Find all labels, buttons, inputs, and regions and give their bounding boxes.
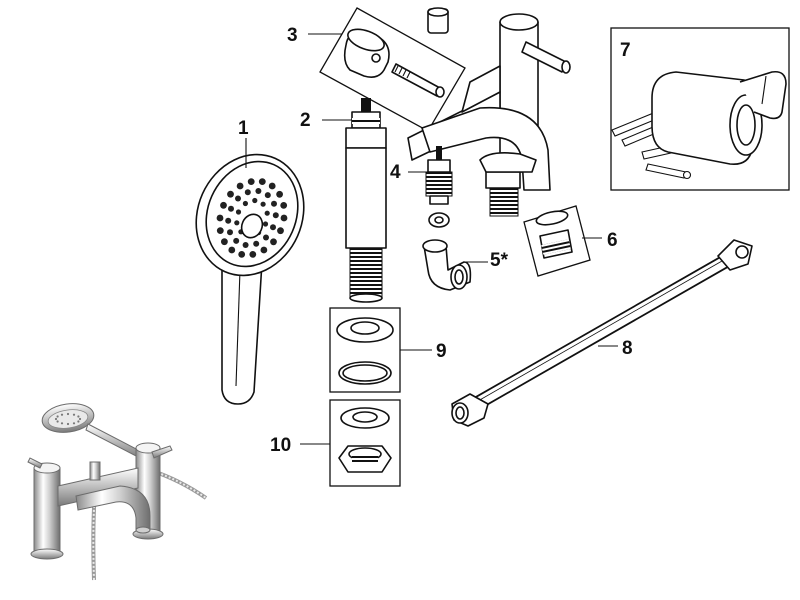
thumb-nozzle-dot (78, 417, 82, 421)
nozzle-dot (276, 190, 283, 198)
part-5-hose-elbow (422, 239, 472, 291)
product-thumbnail (27, 403, 208, 581)
nozzle-dot (216, 214, 224, 222)
thumb-nozzle-dot (66, 412, 70, 416)
part-10-backnut-set (329, 399, 401, 487)
part-2-valve-column (345, 98, 387, 303)
callout-1: 1 (238, 118, 249, 139)
nozzle-dot (262, 221, 269, 227)
callout-6: 6 (607, 230, 618, 251)
nozzle-dot (228, 205, 234, 212)
nozzle-dot (234, 220, 240, 226)
nozzle-dot (221, 238, 228, 246)
part-6-aerator (523, 205, 591, 277)
nozzle-dot (220, 201, 227, 209)
callout-2: 2 (300, 110, 311, 131)
thumb-nozzle-dot (60, 413, 64, 416)
nozzle-dot (235, 195, 241, 202)
thumb-nozzle-dot (77, 420, 80, 423)
nozzle-dot (227, 229, 233, 236)
nozzle-dot (252, 197, 258, 204)
nozzle-dot (247, 178, 255, 186)
hand-shower-icon (41, 403, 143, 459)
callout-5: 5* (490, 250, 509, 271)
thumb-nozzle-dot (72, 413, 76, 416)
nozzle-dot (244, 189, 251, 196)
part-9-washer-set (329, 307, 401, 393)
thumb-nozzle-dot (66, 422, 70, 426)
nozzle-dot (228, 246, 236, 254)
thumb-nozzle-dot (72, 422, 76, 425)
nozzle-dot (272, 212, 279, 219)
nozzle-dot (280, 202, 288, 209)
thumb-nozzle-dot (77, 415, 80, 418)
nozzle-dot (242, 242, 249, 248)
callout-10: 10 (270, 435, 291, 456)
nozzle-dot (242, 200, 248, 207)
thumb-nozzle-dot (54, 417, 58, 421)
part-3-handle-kit (319, 7, 466, 132)
bath-shower-mixer-icon (27, 442, 208, 581)
nozzle-dot (263, 234, 269, 241)
nozzle-dot (235, 209, 242, 215)
nozzle-dot (270, 224, 276, 231)
nozzle-dot (260, 246, 268, 254)
nozzle-dot (253, 240, 260, 247)
callout-7: 7 (620, 40, 631, 61)
nozzle-dot (264, 192, 271, 199)
callout-8: 8 (622, 338, 633, 359)
nozzle-dot (280, 214, 288, 222)
part-1-hand-shower (195, 153, 305, 405)
nozzle-dot (264, 210, 270, 216)
part-8-shower-hose (451, 239, 753, 427)
nozzle-dot (233, 237, 240, 244)
nozzle-dot (258, 178, 266, 186)
callout-3: 3 (287, 25, 298, 46)
mixer-body (407, 7, 571, 217)
part-4-diverter (425, 146, 453, 228)
thumb-nozzle-dot (56, 420, 59, 423)
nozzle-dot (216, 227, 224, 235)
callout-4: 4 (390, 162, 401, 183)
nozzle-dot (277, 227, 284, 235)
nozzle-dot (236, 182, 244, 190)
leader-lines (245, 33, 618, 445)
part-7-wall-bracket (610, 27, 790, 191)
nozzle-dot (268, 182, 276, 190)
nozzle-dot (238, 251, 246, 258)
callouts: 1 2 3 4 5* 6 7 8 9 10 (238, 25, 633, 456)
nozzle-dot (271, 200, 277, 207)
nozzle-dot (260, 201, 266, 207)
thumb-nozzle-dot (56, 415, 59, 418)
nozzle-dot (225, 217, 232, 224)
thumb-nozzle-dot (60, 422, 64, 425)
callout-9: 9 (436, 341, 447, 362)
nozzle-dot (227, 190, 234, 198)
nozzle-dot (255, 188, 262, 194)
nozzle-dot (270, 238, 277, 246)
nozzle-dot (249, 251, 257, 258)
